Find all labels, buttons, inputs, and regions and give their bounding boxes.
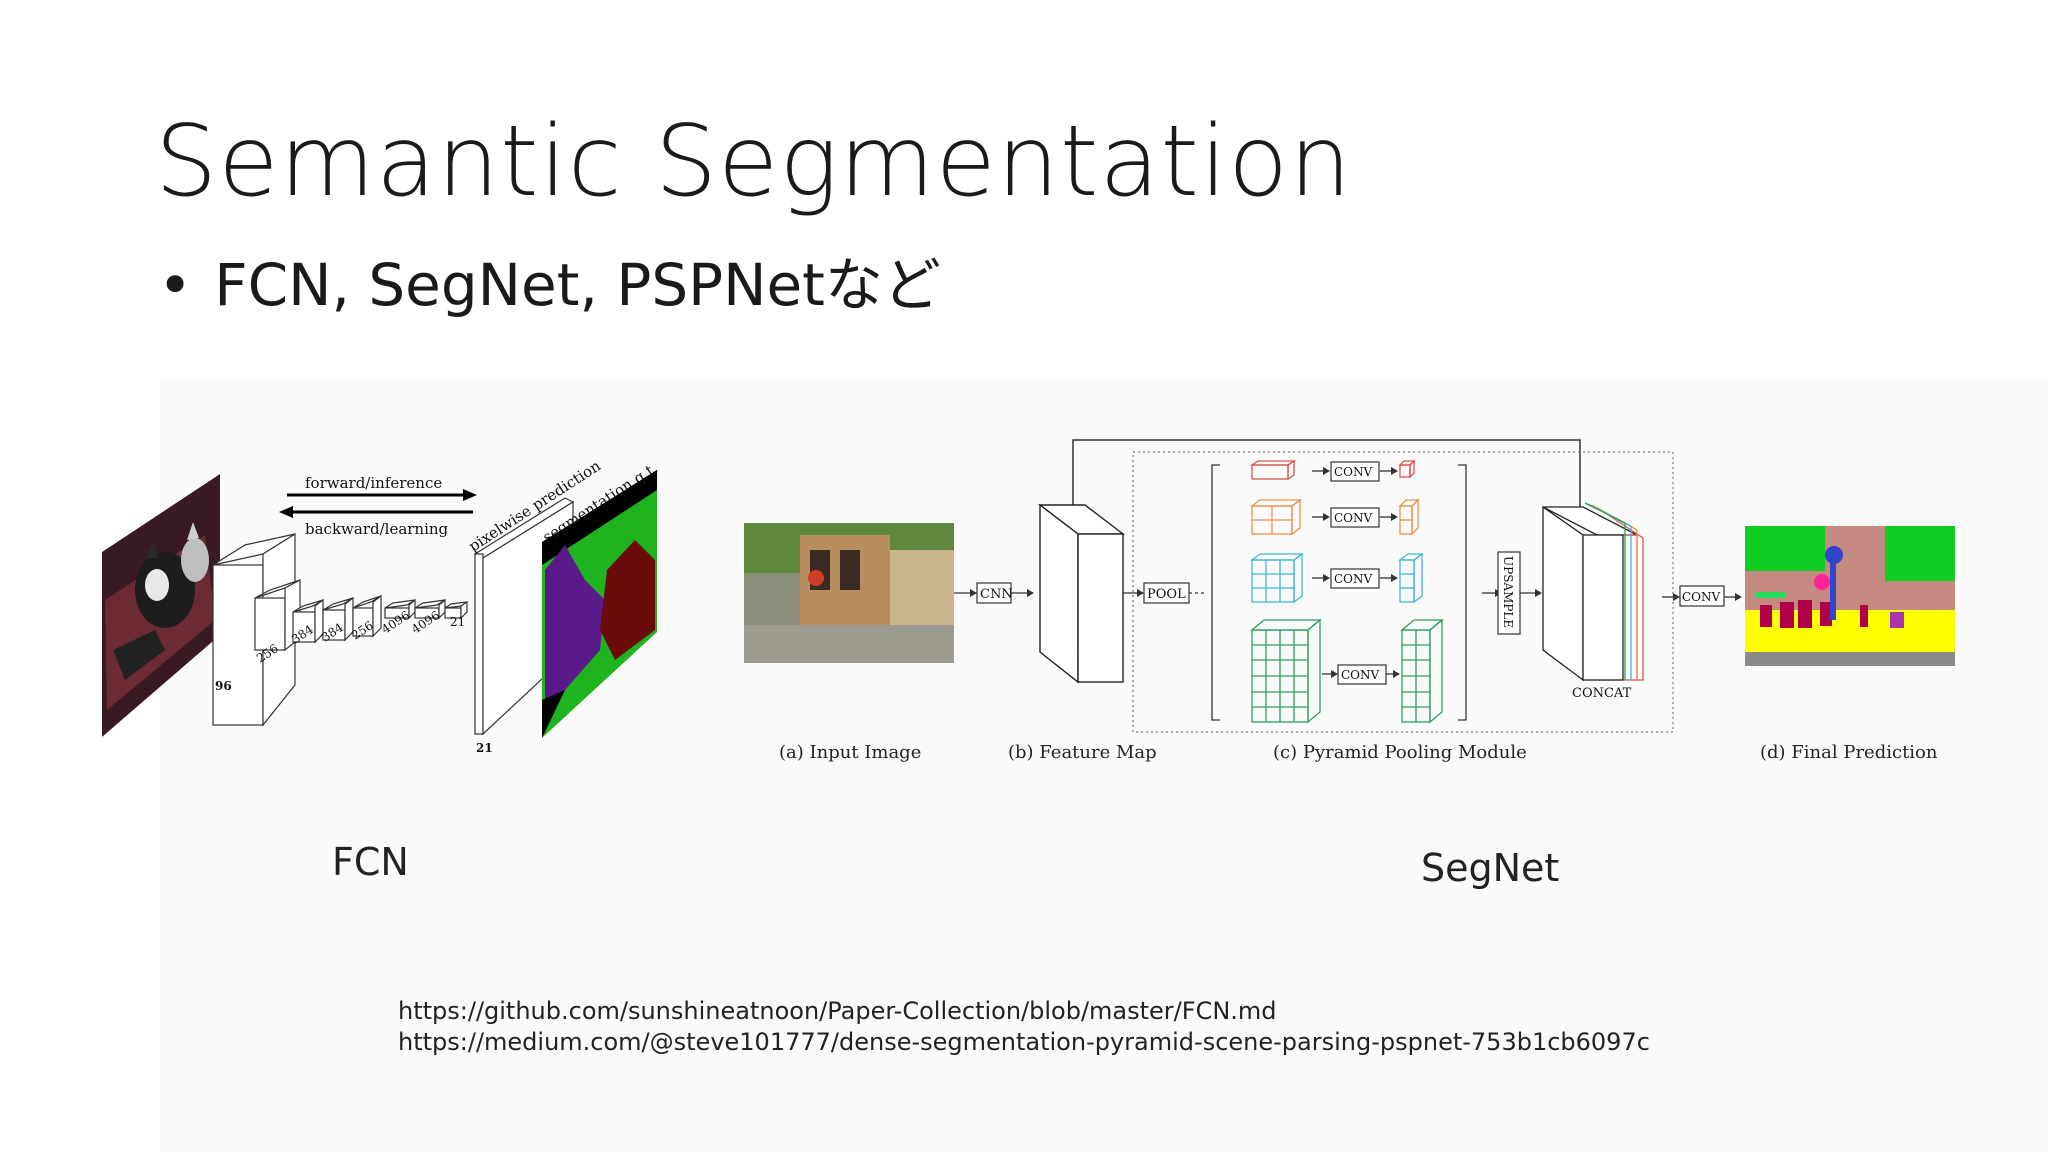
pool-box-label: POOL	[1147, 587, 1186, 602]
fcn-forward-label: forward/inference	[305, 474, 442, 492]
fcn-arrows	[279, 489, 477, 518]
upsample-box-label: UPSAMPLE	[1501, 556, 1515, 628]
bullet-marker: •	[158, 251, 193, 319]
pool-box	[1143, 582, 1190, 604]
cnn-box	[976, 582, 1012, 604]
ppm-border	[1132, 451, 1674, 733]
fcn-channel-label: 96	[215, 679, 232, 693]
pool-bin-cyan	[1250, 552, 1304, 604]
pspnet-arrows	[954, 467, 1742, 678]
conv-box-4	[1337, 664, 1387, 685]
fcn-layers	[212, 532, 468, 727]
conv-box-2-label: CONV	[1334, 511, 1373, 525]
pspnet-input-image	[744, 523, 954, 663]
pspnet-sub-b: (b) Feature Map	[1008, 742, 1157, 763]
conv-out-red	[1398, 459, 1416, 479]
conv-out-cyan	[1398, 552, 1424, 604]
concat-label: CONCAT	[1572, 686, 1632, 701]
conv-box-4-label: CONV	[1341, 668, 1380, 682]
upsample-box	[1497, 551, 1521, 635]
pspnet-sub-d: (d) Final Prediction	[1760, 742, 1938, 763]
fcn-bottom-label: 21	[476, 741, 493, 755]
cnn-box-label: CNN	[980, 587, 1013, 602]
bullet-text: FCN, SegNet, PSPNetなど	[214, 251, 941, 319]
figure-background	[160, 380, 2048, 1152]
pool-bin-green	[1250, 618, 1322, 724]
feature-map-block	[1037, 503, 1126, 684]
conv-out-orange	[1398, 498, 1420, 536]
bullet-item: • FCN, SegNet, PSPNetなど	[158, 238, 941, 322]
conv-box-3	[1330, 568, 1380, 589]
pspnet-sub-c: (c) Pyramid Pooling Module	[1273, 742, 1527, 763]
fcn-caption: FCN	[332, 840, 409, 884]
conv-box-1	[1330, 461, 1380, 482]
pspnet-sub-a: (a) Input Image	[779, 742, 921, 763]
final-conv-box-label: CONV	[1682, 590, 1721, 604]
final-conv-box	[1679, 585, 1725, 607]
fcn-ground-truth	[542, 470, 657, 738]
reference-link: https://medium.com/@steve101777/dense-se…	[398, 1028, 1650, 1056]
conv-box-1-label: CONV	[1334, 465, 1373, 479]
fcn-diagram: forward/inference backward/learning pixe…	[102, 456, 661, 755]
references: https://github.com/sunshineatnoon/Paper-…	[398, 996, 1650, 1058]
concat-block	[1542, 502, 1644, 682]
fcn-input-image	[102, 474, 220, 737]
conv-box-2	[1330, 507, 1380, 528]
slide-title: Semantic Segmentation	[155, 105, 1353, 219]
pool-bin-red	[1249, 459, 1297, 481]
reference-link: https://github.com/sunshineatnoon/Paper-…	[398, 997, 1277, 1025]
pool-bin-orange	[1250, 498, 1302, 536]
conv-out-green	[1400, 618, 1444, 724]
pspnet-diagram: CNN POOL	[744, 439, 1955, 763]
conv-box-3-label: CONV	[1334, 572, 1373, 586]
ppm-brackets	[1211, 464, 1467, 721]
segnet-caption: SegNet	[1421, 846, 1560, 890]
pspnet-final-prediction	[1745, 526, 1955, 666]
fcn-backward-label: backward/learning	[305, 520, 449, 538]
fcn-channel-label: 21	[450, 615, 465, 629]
